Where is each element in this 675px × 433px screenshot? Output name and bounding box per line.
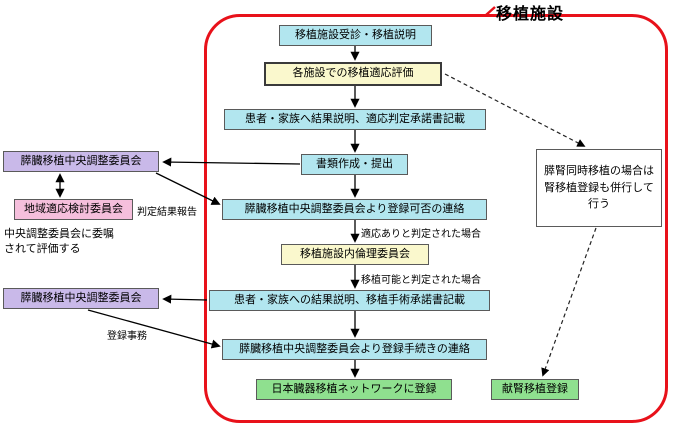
node-kidney-registration: 献腎移植登録	[491, 379, 579, 400]
node-surgery-consent: 患者・家族への結果説明、移植手術承諾書記載	[209, 290, 490, 311]
node-network-registration: 日本臓器移植ネットワークに登録	[256, 379, 452, 400]
condition-label-approved: 移植可能と判定された場合	[361, 275, 481, 286]
node-registration-notice: 膵臓移植中央調整委員会より登録可否の連絡	[222, 199, 487, 220]
node-central-committee-bottom: 膵臓移植中央調整委員会	[3, 288, 159, 309]
node-reception: 移植施設受診・移植説明	[279, 25, 432, 46]
report-label: 判定結果報告	[137, 207, 197, 218]
node-evaluation: 各施設での移植適応評価	[264, 62, 442, 86]
node-result-consent: 患者・家族へ結果説明、適応判定承諾書記載	[224, 109, 486, 130]
node-documents: 書類作成・提出	[301, 154, 408, 175]
node-ethics-committee: 移植施設内倫理委員会	[281, 244, 429, 265]
facility-boundary-frame	[204, 14, 668, 423]
arrow-surgery-to-committee	[162, 294, 208, 304]
node-simultaneous-note: 膵腎同時移植の場合は腎移植登録も併行して行う	[536, 149, 662, 227]
delegation-note: 中央調整委員会に委嘱されて評価する	[4, 228, 114, 255]
node-procedure-notice: 膵臓移植中央調整委員会より登録手続きの連絡	[222, 339, 487, 360]
node-central-committee-top: 膵臓移植中央調整委員会	[3, 151, 159, 172]
node-regional-committee: 地域適応検討委員会	[14, 199, 133, 220]
registration-office-label: 登録事務	[107, 331, 147, 342]
diagram-title: 移植施設	[496, 6, 565, 23]
condition-label-eligible: 適応ありと判定された場合	[361, 229, 481, 240]
